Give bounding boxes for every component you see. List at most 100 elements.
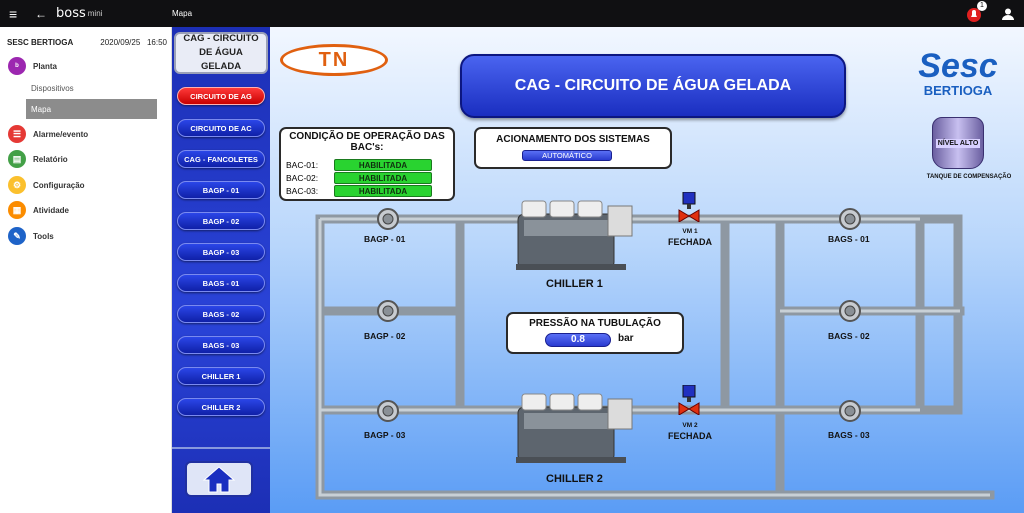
chiller-2-label: CHILLER 2 xyxy=(546,473,603,485)
valve-vm2[interactable] xyxy=(678,384,700,416)
nav-button-bagp-03[interactable]: BAGP - 03 xyxy=(177,243,265,261)
report-icon: ▤ xyxy=(8,150,26,168)
sidebar-item-label: Relatório xyxy=(33,154,68,164)
brand-name: boss xyxy=(56,6,86,21)
pump-icon xyxy=(839,300,861,322)
home-button[interactable] xyxy=(185,461,253,497)
pressure-panel: PRESSÃO NA TUBULAÇÃO 0.8 bar xyxy=(506,312,684,354)
nav-button-bags-02[interactable]: BAGS - 02 xyxy=(177,305,265,323)
tn-logo: TN xyxy=(280,44,388,76)
sidebar-item-configuracao[interactable]: ⚙ Configuração xyxy=(8,175,85,195)
alarm-icon: ☰ xyxy=(8,125,26,143)
bac-condition-rows: BAC-01: HABILITADA BAC-02: HABILITADA BAC-… xyxy=(286,159,432,198)
user-button[interactable] xyxy=(1002,0,1014,27)
pump-icon xyxy=(377,400,399,422)
notification-count: 1 xyxy=(977,1,987,11)
valve-vm1[interactable] xyxy=(678,191,700,223)
alert-bell-button[interactable]: 1 xyxy=(966,0,987,27)
chiller-1[interactable] xyxy=(512,198,640,274)
nav-button-fancoletes[interactable]: CAG - FANCOLETES xyxy=(177,150,265,168)
sidebar-item-planta[interactable]: ᵇ Planta xyxy=(8,56,57,76)
pump-bagp-02-label: BAGP - 02 xyxy=(364,331,406,341)
bac-02-label: BAC-02: xyxy=(286,173,319,183)
pump-bagp-03[interactable] xyxy=(373,399,403,423)
sesc-logo-text: Sesc xyxy=(918,47,998,85)
bac-03-status: HABILITADA xyxy=(334,185,432,197)
sidebar-item-label: Tools xyxy=(33,231,54,241)
pump-bags-02-label: BAGS - 02 xyxy=(828,331,870,341)
valve-vm1-name: VM 1 xyxy=(682,228,698,235)
bac-02-status: HABILITADA xyxy=(334,172,432,184)
site-date: 2020/09/25 xyxy=(100,38,141,47)
nav-button-chiller-2[interactable]: CHILLER 2 xyxy=(177,398,265,416)
bac-01-status: HABILITADA xyxy=(334,159,432,171)
back-icon[interactable]: ← xyxy=(35,6,47,21)
pump-bags-02[interactable] xyxy=(835,299,865,323)
pressure-unit: bar xyxy=(618,333,634,344)
pump-icon xyxy=(377,208,399,230)
sidebar-item-tools[interactable]: ✎ Tools xyxy=(8,226,54,246)
pump-icon xyxy=(839,208,861,230)
menu-icon[interactable]: ≡ xyxy=(9,5,18,22)
sidebar-item-relatorio[interactable]: ▤ Relatório xyxy=(8,149,68,169)
pump-icon xyxy=(839,400,861,422)
nav-title: CAG - CIRCUITO DE ÁGUA GELADA xyxy=(174,32,268,74)
bac-condition-title: CONDIÇÃO DE OPERAÇÃO DAS BAC's: xyxy=(289,131,445,153)
sidebar-subitem-mapa[interactable]: Mapa xyxy=(26,99,157,119)
app-logo: boss mini xyxy=(56,0,102,27)
sidebar-subitem-dispositivos[interactable]: Dispositivos xyxy=(31,83,74,93)
calendar-icon: ▦ xyxy=(8,201,26,219)
user-icon xyxy=(1002,8,1014,20)
sidebar-item-label: Alarme/evento xyxy=(33,129,89,139)
bell-icon xyxy=(967,7,981,22)
top-bar: ≡ ← boss mini Mapa 1 xyxy=(0,0,1024,27)
chiller-2[interactable] xyxy=(512,391,640,467)
sesc-logo: Sesc BERTIOGA xyxy=(908,49,1008,98)
activation-mode-button[interactable]: AUTOMÁTICO xyxy=(522,150,612,161)
nav-button-chiller-1[interactable]: CHILLER 1 xyxy=(177,367,265,385)
pressure-title: PRESSÃO NA TUBULAÇÃO xyxy=(529,318,661,329)
chiller-1-label: CHILLER 1 xyxy=(546,278,603,290)
motorized-valve-icon xyxy=(678,191,700,223)
compensation-tank[interactable]: NÍVEL ALTO xyxy=(932,117,984,169)
pump-bags-03[interactable] xyxy=(835,399,865,423)
brand-suffix: mini xyxy=(87,9,103,18)
sidebar-item-atividade[interactable]: ▦ Atividade xyxy=(8,200,69,220)
sidebar-item-label: Planta xyxy=(33,61,58,71)
tank-level: NÍVEL ALTO xyxy=(935,138,981,148)
tn-logo-text: TN xyxy=(318,48,350,71)
nav-button-circuito-ac[interactable]: CIRCUITO DE AC xyxy=(177,119,265,137)
pump-bags-03-label: BAGS - 03 xyxy=(828,430,870,440)
site-time: 16:50 xyxy=(146,38,167,47)
nav-button-bagp-02[interactable]: BAGP - 02 xyxy=(177,212,265,230)
page-banner-title: CAG - CIRCUITO DE ÁGUA GELADA xyxy=(514,77,792,94)
page-banner: CAG - CIRCUITO DE ÁGUA GELADA xyxy=(460,54,846,118)
sesc-logo-subtext: BERTIOGA xyxy=(923,83,993,98)
bac-condition-panel: CONDIÇÃO DE OPERAÇÃO DAS BAC's: BAC-01: H… xyxy=(279,127,455,201)
site-name: SESC BERTIOGA xyxy=(7,38,74,47)
valve-vm2-name: VM 2 xyxy=(682,422,698,429)
config-icon: ⚙ xyxy=(8,176,26,194)
bac-03-label: BAC-03: xyxy=(286,186,319,196)
pressure-value: 0.8 xyxy=(545,333,611,347)
tank-label: TANQUE DE COMPENSAÇÃO xyxy=(926,174,1012,180)
activation-title: ACIONAMENTO DOS SISTEMAS xyxy=(496,134,650,145)
pump-bagp-01-label: BAGP - 01 xyxy=(364,234,406,244)
nav-button-circuito-ag[interactable]: CIRCUITO DE AG xyxy=(177,87,265,105)
nav-button-bagp-01[interactable]: BAGP - 01 xyxy=(177,181,265,199)
valve-vm1-state: FECHADA xyxy=(668,237,712,247)
hmi-nav-panel: CAG - CIRCUITO DE ÁGUA GELADA CIRCUITO D… xyxy=(172,27,270,513)
nav-button-bags-03[interactable]: BAGS - 03 xyxy=(177,336,265,354)
pump-bags-01[interactable] xyxy=(835,207,865,231)
pump-bagp-02[interactable] xyxy=(373,299,403,323)
nav-button-bags-01[interactable]: BAGS - 01 xyxy=(177,274,265,292)
chiller-icon xyxy=(516,200,633,270)
sidebar-item-label: Configuração xyxy=(33,180,85,190)
motorized-valve-icon xyxy=(678,384,700,416)
sidebar-item-alarme[interactable]: ☰ Alarme/evento xyxy=(8,124,88,144)
bac-01-label: BAC-01: xyxy=(286,160,319,170)
sidebar: SESC BERTIOGA 2020/09/25 16:50 ᵇ Planta … xyxy=(0,27,172,513)
plant-icon: ᵇ xyxy=(8,57,26,75)
pump-bagp-01[interactable] xyxy=(373,207,403,231)
wrench-icon: ✎ xyxy=(8,227,26,245)
